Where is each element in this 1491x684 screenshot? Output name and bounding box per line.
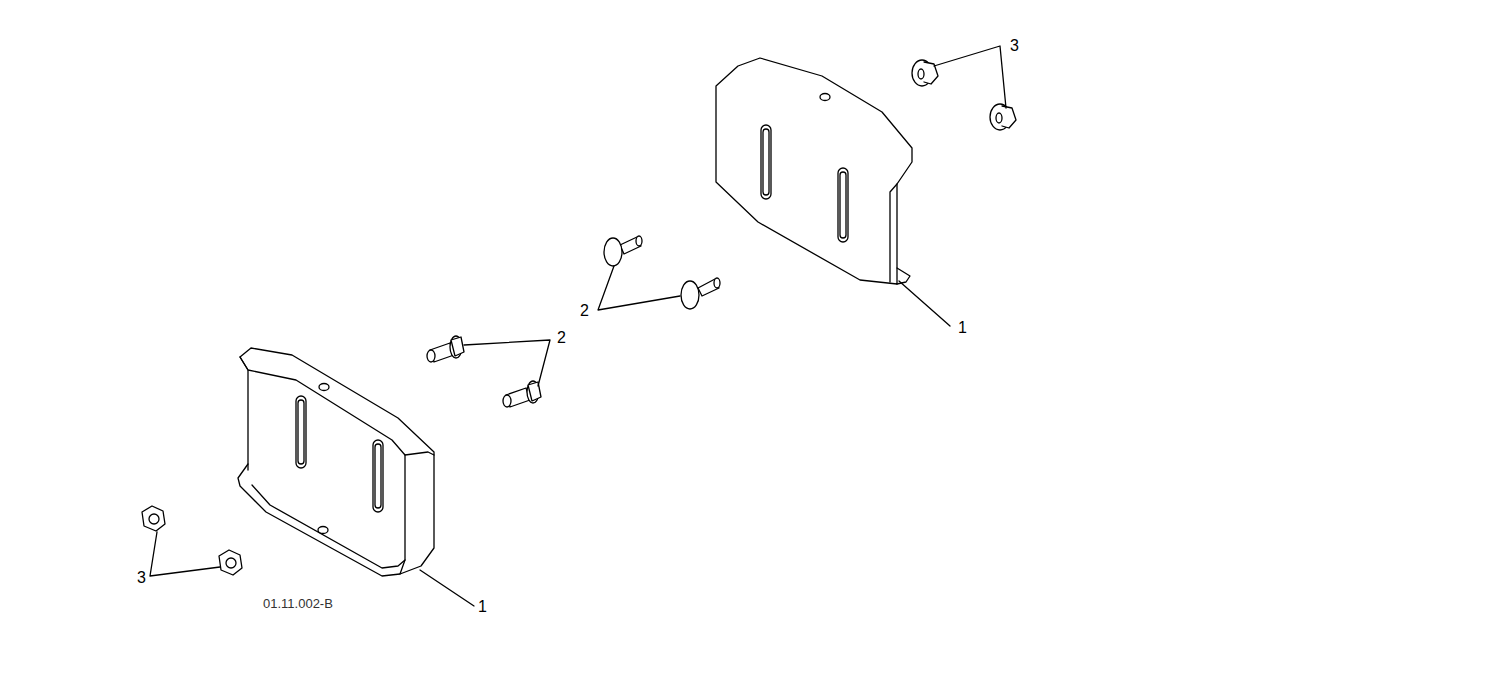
nut <box>912 60 1016 130</box>
callout-number: 1 <box>958 319 967 337</box>
bolt <box>604 236 720 309</box>
callout-number: 2 <box>580 302 589 320</box>
skid-plate-left <box>238 348 434 576</box>
drawing-number: 01.11.002-B <box>263 595 333 613</box>
leader-line <box>150 46 1006 606</box>
callout-number: 2 <box>557 329 566 347</box>
skid-plate-right <box>716 58 912 284</box>
callout-number: 1 <box>478 598 487 616</box>
bolt <box>427 336 541 407</box>
callout-number: 3 <box>137 569 146 587</box>
nut <box>142 506 242 575</box>
callout-number: 3 <box>1010 37 1019 55</box>
